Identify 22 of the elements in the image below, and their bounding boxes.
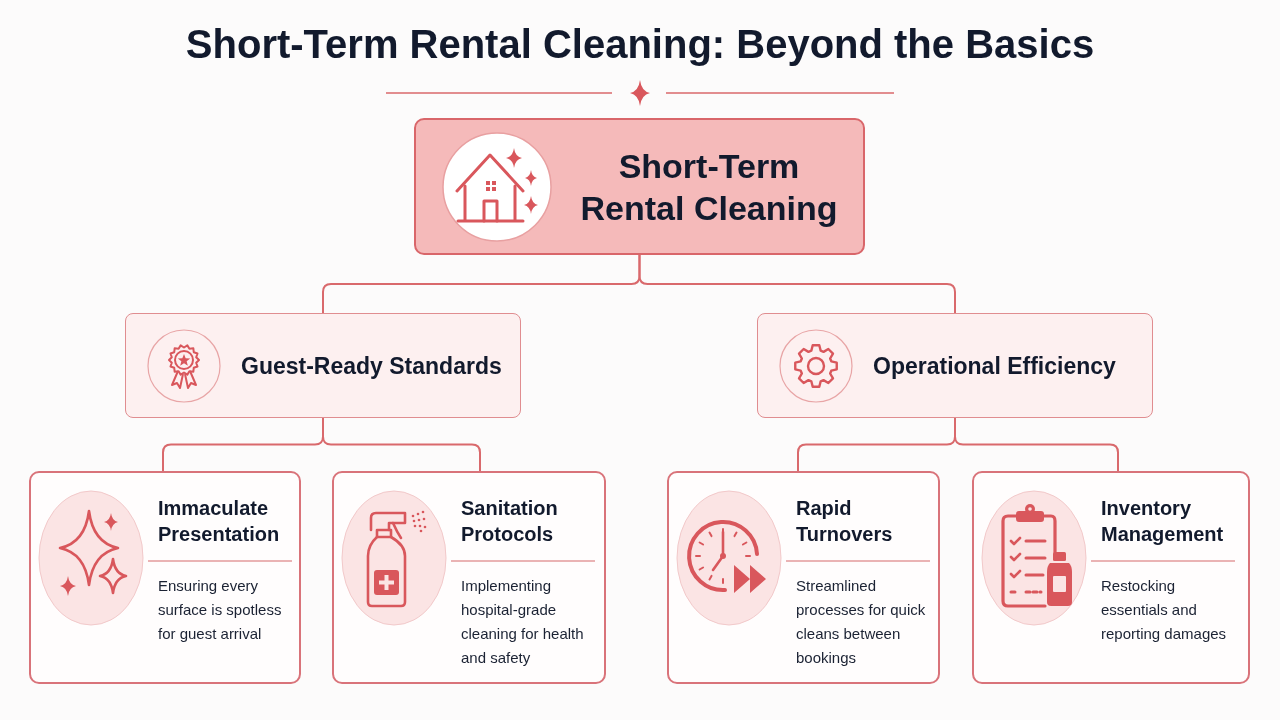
card-title: Inventory Management: [1100, 496, 1225, 547]
connector-line: [322, 417, 481, 472]
connector-line: [954, 417, 1119, 472]
category-box: [757, 313, 1153, 418]
detail-card: [332, 471, 606, 684]
card-description: Implementing hospital-grade cleaning for health and safety: [460, 576, 585, 668]
category-box: [125, 313, 521, 418]
topic-title: Short-Term Rental Cleaning: [579, 145, 839, 229]
detail-card: [29, 471, 301, 684]
main-topic-box: [414, 118, 865, 255]
card-title: Rapid Turnovers: [795, 496, 894, 547]
connector-line: [638, 254, 956, 314]
page-title: Short-Term Rental Cleaning: Beyond the Basics: [184, 21, 1096, 68]
detail-card: [667, 471, 940, 684]
card-description: Ensuring every surface is spotless for guest arrival: [157, 576, 283, 644]
card-title: Immaculate Presentation: [157, 496, 281, 547]
category-title: Operational Efficiency: [873, 351, 1116, 381]
category-title: Guest-Ready Standards: [241, 351, 502, 381]
detail-card: [972, 471, 1250, 684]
card-description: Streamlined processes for quick cleans between bookings: [795, 576, 927, 668]
card-title: Sanitation Protocols: [460, 496, 559, 547]
card-description: Restocking essentials and reporting damages: [1100, 576, 1228, 644]
